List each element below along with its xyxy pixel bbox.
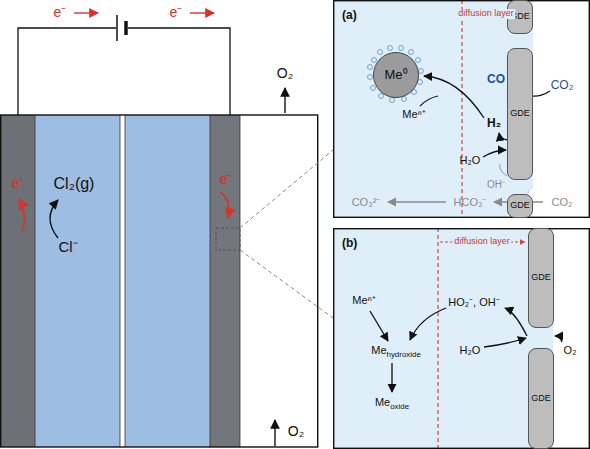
electrode-label: GDE bbox=[531, 394, 551, 404]
species-label: O₂ bbox=[277, 66, 293, 81]
species-label: CO₂ bbox=[552, 196, 573, 208]
species-label: H₂O bbox=[460, 154, 481, 166]
electron-label: e⁻ bbox=[220, 172, 233, 187]
zone-label: diffusion layer bbox=[452, 237, 511, 247]
species-label: HO₂⁻, OH⁻ bbox=[448, 296, 499, 308]
gas-diffusion-electrode: GDE bbox=[528, 228, 554, 328]
species-label: OH⁻ bbox=[487, 179, 505, 190]
electrode-label: GDE bbox=[510, 109, 530, 119]
species-label: O₂ bbox=[288, 424, 304, 439]
electrode-label: GDE bbox=[510, 201, 530, 211]
species-label: CO bbox=[487, 73, 505, 86]
species-label: HCO₃⁻ bbox=[454, 196, 487, 208]
panel-letter: (a) bbox=[342, 8, 357, 22]
species-label: H₂ bbox=[487, 117, 501, 130]
species-label: Meoxide bbox=[375, 396, 409, 411]
inset-panel: (a)Me⁰GDEGDEGDE bbox=[333, 0, 590, 218]
formula-part: Me bbox=[375, 396, 390, 408]
species-label: H₂O bbox=[460, 344, 481, 356]
metal-label: Me⁰ bbox=[384, 68, 407, 82]
gas-diffusion-electrode: GDE bbox=[507, 48, 533, 180]
inset-panel: (b) GDE GDE bbox=[333, 228, 590, 449]
species-label: CO₃²⁻ bbox=[352, 196, 381, 208]
species-label: CO₂ bbox=[551, 79, 574, 92]
gas-diffusion-electrode: GDE bbox=[507, 194, 533, 218]
electrode-label: GDE bbox=[531, 273, 551, 283]
gas-diffusion-electrode: GDE bbox=[528, 348, 554, 449]
species-label: Mehydroxide bbox=[371, 344, 421, 359]
species-label: Cl⁻ bbox=[58, 239, 77, 256]
species-label: Meⁿ⁺ bbox=[402, 108, 425, 120]
metal-particle: Me⁰ bbox=[373, 52, 419, 98]
electron-label: e⁻ bbox=[170, 5, 183, 20]
species-label: Meⁿ⁺ bbox=[352, 294, 375, 306]
zone-label: diffusion layer bbox=[456, 9, 515, 19]
species-label: Cl₂(g) bbox=[54, 175, 95, 193]
electron-label: e⁻ bbox=[12, 176, 25, 191]
formula-subscript: oxide bbox=[390, 402, 409, 411]
electron-label: e⁻ bbox=[54, 5, 67, 20]
species-label: O₂ bbox=[564, 344, 577, 356]
panel-letter: (b) bbox=[342, 236, 357, 250]
formula-subscript: hydroxide bbox=[387, 350, 421, 359]
formula-part: Me bbox=[371, 344, 386, 356]
